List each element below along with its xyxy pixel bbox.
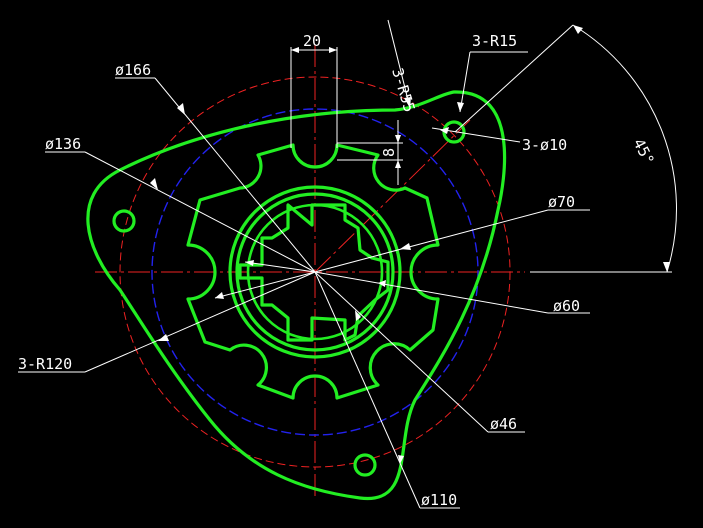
circle-d110-green bbox=[228, 185, 402, 359]
dim-radius-3r55: 3-R55 bbox=[388, 66, 418, 114]
small-hole-left bbox=[112, 209, 136, 233]
pitch-circle-166 bbox=[119, 76, 511, 468]
circle-d70-outer bbox=[235, 192, 395, 352]
small-hole-bottom bbox=[353, 453, 377, 477]
dim-depth-8: 8 bbox=[380, 148, 398, 157]
dim-dia-110: ø110 bbox=[421, 491, 457, 509]
pitch-circle-136 bbox=[151, 108, 479, 436]
spline-bounding-circle bbox=[246, 203, 384, 341]
dimension-labels: 20 3-R55 3-R15 ø166 ø136 3-ø10 8 ø70 45°… bbox=[18, 32, 658, 509]
dim-dia-60: ø60 bbox=[553, 297, 580, 315]
dimension-lines bbox=[18, 19, 677, 509]
dim-width-20: 20 bbox=[303, 32, 321, 50]
dim-angle-45: 45° bbox=[629, 136, 657, 168]
dim-dia-136: ø136 bbox=[45, 135, 81, 153]
part-geometry bbox=[86, 90, 507, 500]
notched-ring bbox=[186, 143, 440, 400]
dim-hole-3d10: 3-ø10 bbox=[522, 136, 567, 154]
dim-radius-3r120: 3-R120 bbox=[18, 355, 72, 373]
dim-dia-166: ø166 bbox=[115, 61, 151, 79]
hole-centerline-45deg bbox=[314, 119, 471, 273]
centerlines bbox=[95, 45, 525, 500]
outer-profile bbox=[86, 90, 507, 500]
dim-radius-3r15: 3-R15 bbox=[472, 32, 517, 50]
dim-dia-46: ø46 bbox=[490, 415, 517, 433]
dim-dia-70: ø70 bbox=[548, 193, 575, 211]
